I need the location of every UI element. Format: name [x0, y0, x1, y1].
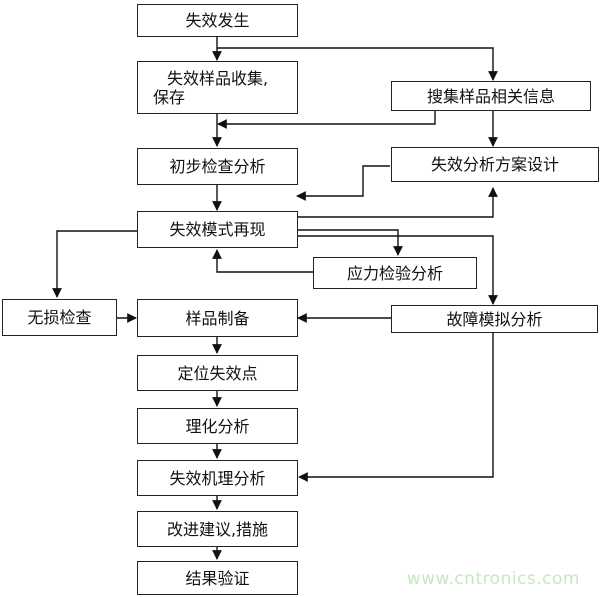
node-label: 应力检验分析 — [346, 263, 443, 283]
arrow-reproduce-to-design — [297, 187, 498, 218]
node-label: 理化分析 — [185, 416, 250, 436]
node-label: 故障模拟分析 — [446, 309, 543, 329]
node-label-line1: 失效样品收集, — [166, 68, 269, 88]
node-label: 改进建议,措施 — [166, 519, 269, 539]
node-sample-preparation: 样品制备 — [137, 299, 298, 337]
node-label-line2: 保存 — [153, 87, 186, 107]
node-stress-test-analysis: 应力检验分析 — [313, 257, 477, 289]
node-label: 搜集样品相关信息 — [426, 86, 555, 106]
node-improvement-suggestions: 改进建议,措施 — [137, 511, 298, 547]
node-analysis-plan-design: 失效分析方案设计 — [391, 147, 599, 182]
arrow-reproduce-to-stress — [297, 229, 403, 256]
node-locate-failure-point: 定位失效点 — [137, 355, 298, 391]
arrow-search-to-collect — [217, 110, 436, 129]
node-label: 失效发生 — [185, 11, 250, 30]
node-label: 失效模式再现 — [169, 220, 266, 239]
node-label: 样品制备 — [185, 308, 250, 328]
node-label: 结果验证 — [185, 568, 250, 588]
node-failure-mechanism-analysis: 失效机理分析 — [137, 460, 298, 496]
arrow-fault-to-mechanism — [298, 332, 494, 482]
node-collect-related-info: 搜集样品相关信息 — [391, 81, 591, 111]
arrow-occur-to-search — [217, 47, 498, 81]
node-result-verification: 结果验证 — [137, 561, 298, 595]
arrow-reproduce-to-ndt — [52, 230, 137, 298]
node-physicochemical-analysis: 理化分析 — [137, 408, 298, 444]
node-initial-inspection: 初步检查分析 — [137, 148, 298, 185]
node-label: 无损检查 — [27, 308, 92, 327]
arrow-reproduce-to-fault — [297, 235, 498, 305]
node-label: 失效分析方案设计 — [430, 155, 559, 174]
node-label: 定位失效点 — [177, 363, 258, 383]
node-failure-occurrence: 失效发生 — [137, 4, 298, 37]
arrow-design-to-reproduce — [296, 165, 390, 201]
node-sample-collection: 失效样品收集, 保存 — [137, 61, 298, 114]
arrow-stress-to-reproduce — [212, 249, 313, 273]
node-label: 初步检查分析 — [169, 157, 266, 176]
watermark-text: www.cntronics.com — [406, 569, 580, 589]
node-failure-mode-reproduction: 失效模式再现 — [137, 211, 298, 248]
node-label: 失效机理分析 — [169, 468, 266, 488]
node-fault-simulation-analysis: 故障模拟分析 — [391, 305, 598, 333]
node-nondestructive-inspection: 无损检查 — [2, 299, 117, 336]
